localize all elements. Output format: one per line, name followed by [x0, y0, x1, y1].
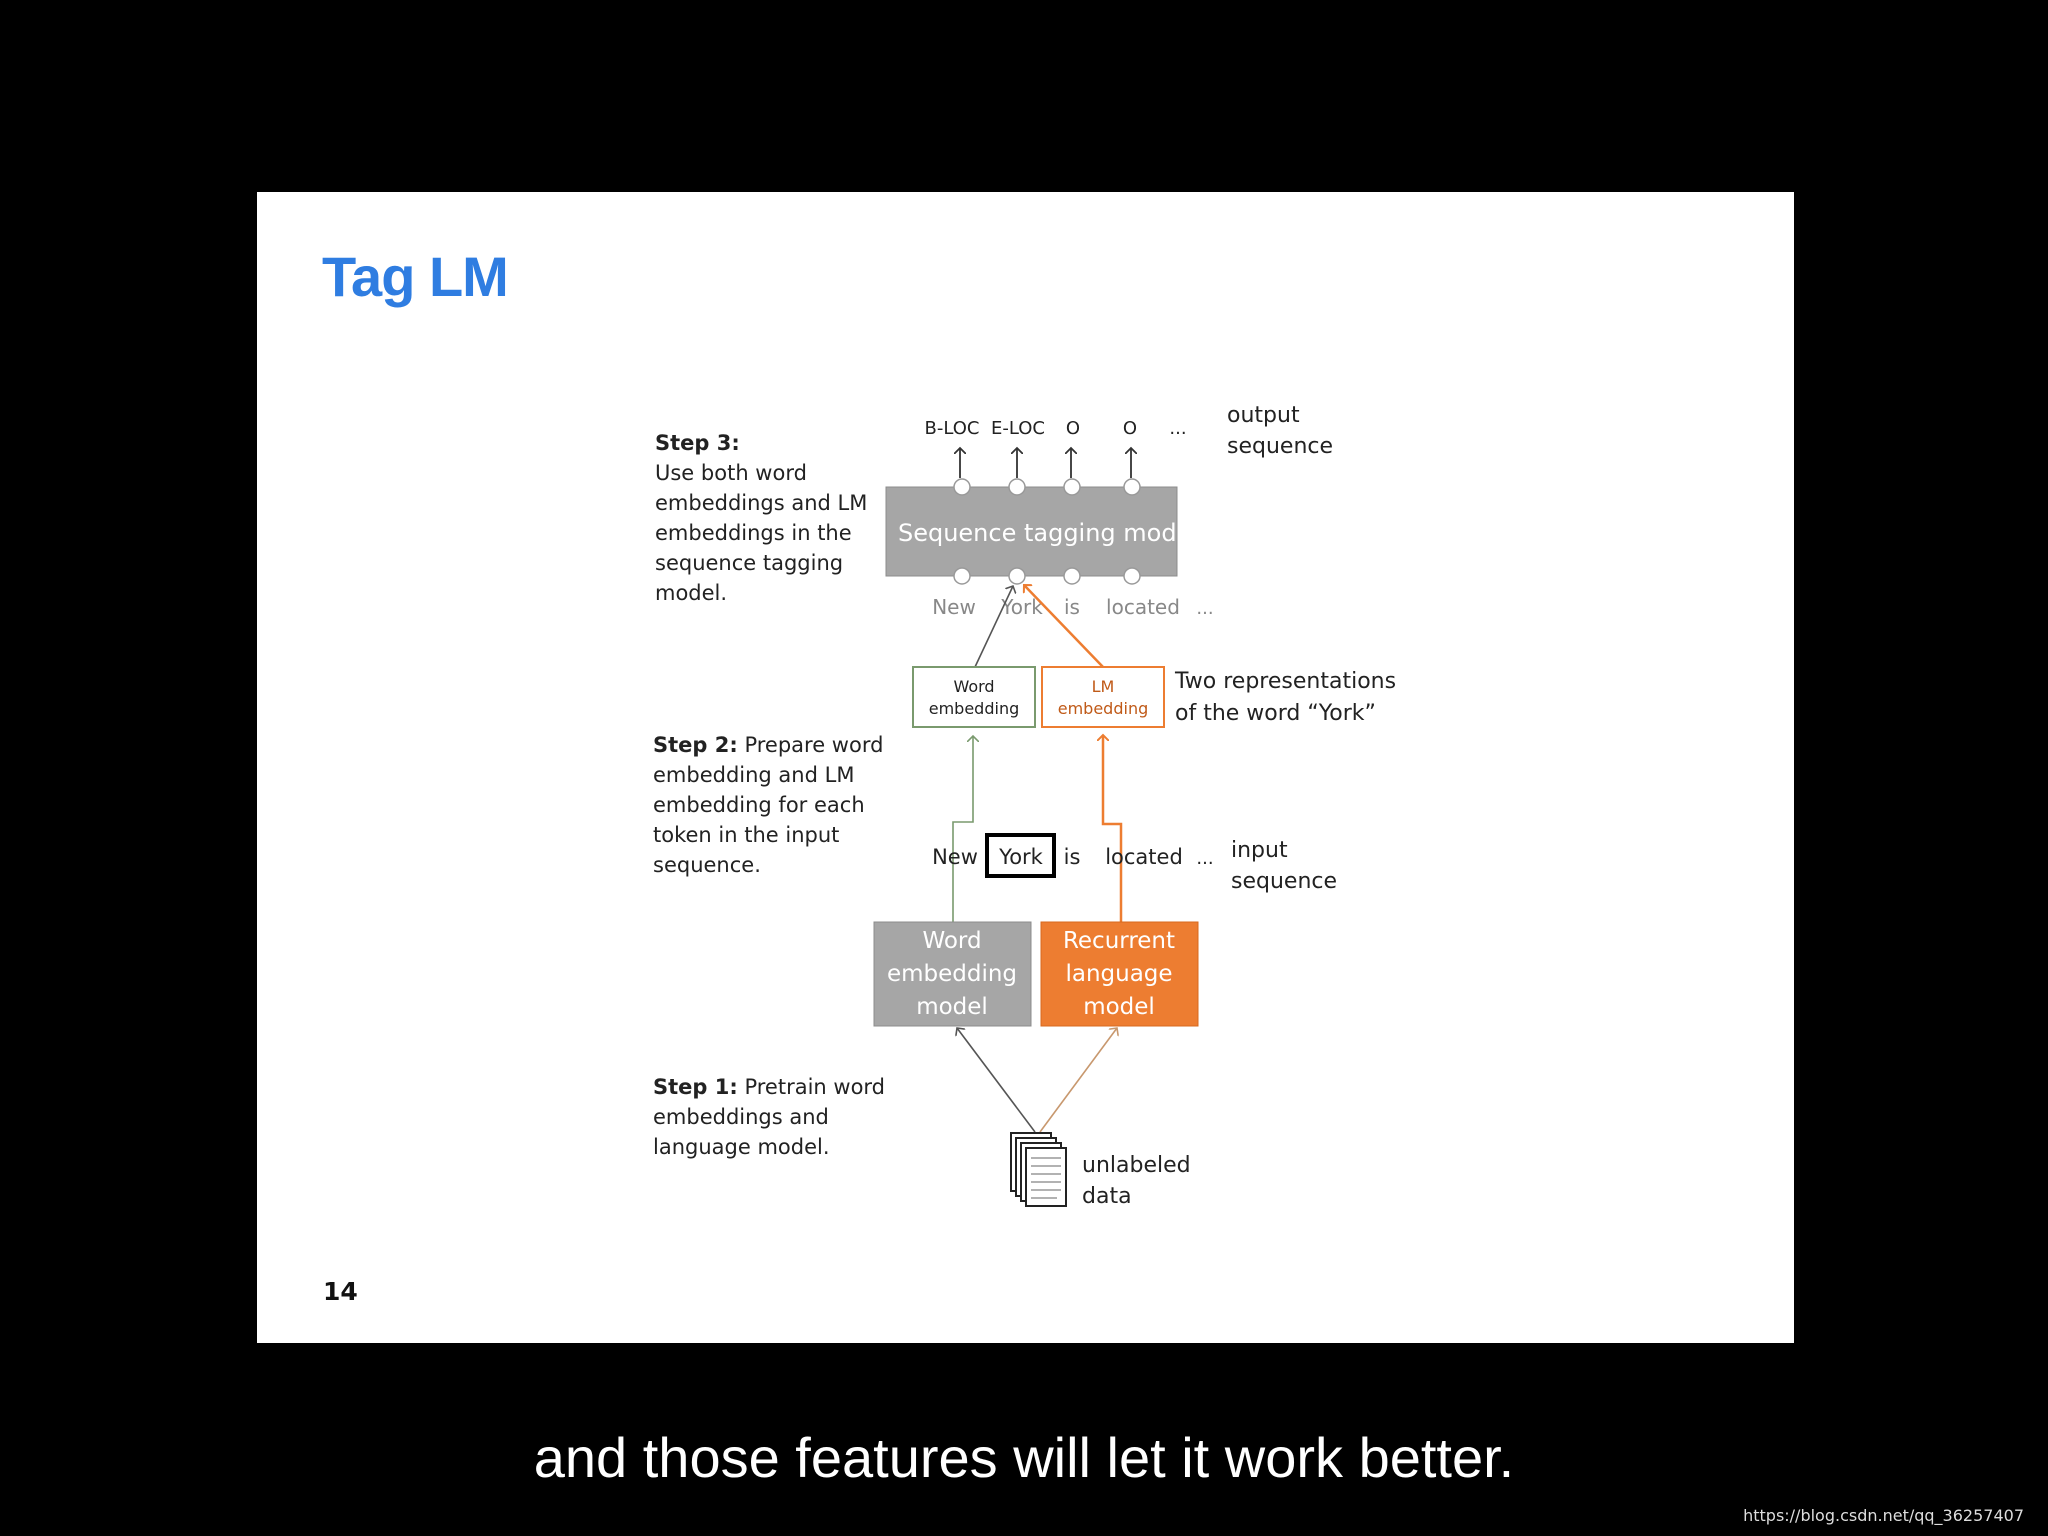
recurrent-language-model-label: language	[1065, 961, 1172, 987]
output-node	[1063, 478, 1081, 496]
step3-label: Step 3:	[655, 431, 740, 455]
lm-embedding-box	[1041, 666, 1165, 728]
two-representations-label: of the word “York”	[1175, 701, 1376, 726]
sequence-tagging-model-box	[885, 486, 1178, 577]
york-highlight-box	[985, 833, 1056, 878]
lm-embedding-box-label: LM	[1092, 677, 1115, 696]
output-tag: B-LOC	[925, 418, 980, 439]
input-token: is	[1064, 845, 1081, 869]
word-embedding-model-label: embedding	[887, 961, 1017, 987]
step1-line: embeddings and	[653, 1105, 829, 1129]
step1-label: Step 1:	[653, 1075, 738, 1099]
slide: Tag LM Step 3: Use both word embeddings …	[257, 192, 1794, 1343]
word-path-arrow	[952, 736, 973, 922]
word-embedding-model-label: model	[916, 994, 988, 1020]
output-tag: O	[1066, 418, 1080, 439]
step2-line: sequence.	[653, 853, 761, 877]
step1-text: Step 1: Pretrain word embeddings and lan…	[653, 1072, 885, 1162]
step3-line: Use both word	[655, 461, 807, 485]
lm-embedding-box-label: embedding	[1058, 699, 1148, 718]
word-embedding-box-label: embedding	[929, 699, 1019, 718]
step2-line: Prepare word	[744, 733, 884, 757]
tagger-token: is	[1064, 595, 1080, 619]
video-subtitle: and those features will let it work bett…	[533, 1426, 1515, 1489]
step3-line: embeddings and LM	[655, 491, 868, 515]
step2-text: Step 2: Prepare word embedding and LM em…	[653, 730, 883, 880]
sequence-tagging-model-label: Sequence tagging model	[898, 519, 1198, 547]
recurrent-language-model-label: model	[1083, 994, 1155, 1020]
word-embedding-box-label: Word	[953, 677, 994, 696]
tagger-token: New	[932, 595, 976, 619]
lm-path-arrow	[1103, 735, 1123, 922]
document-stack-icon	[1010, 1132, 1067, 1207]
step1-line: language model.	[653, 1135, 830, 1159]
step3-line: sequence tagging	[655, 551, 844, 575]
output-node	[1123, 478, 1141, 496]
step2-line: embedding and LM	[653, 763, 855, 787]
watermark: https://blog.csdn.net/qq_36257407	[1743, 1506, 2024, 1525]
step3-line: model.	[655, 581, 728, 605]
step2-label: Step 2:	[653, 733, 738, 757]
tagger-token: ...	[1196, 598, 1213, 619]
input-node	[953, 567, 971, 585]
lm-embedding-to-york-arrow	[1024, 585, 1104, 668]
word-embedding-to-york-arrow	[974, 586, 1013, 668]
two-representations-label: Two representations	[1174, 669, 1396, 694]
step2-line: token in the input	[653, 823, 840, 847]
output-tag: O	[1123, 418, 1137, 439]
input-token: located	[1105, 845, 1183, 869]
word-embedding-model-box	[873, 921, 1032, 1027]
slide-title: Tag LM	[322, 245, 509, 308]
data-to-lm-arrow	[1039, 1028, 1117, 1133]
output-tag: E-LOC	[991, 418, 1045, 439]
input-node	[1063, 567, 1081, 585]
page-number: 14	[323, 1277, 358, 1306]
input-token: New	[932, 845, 978, 869]
input-token: York	[998, 845, 1044, 869]
input-node	[1008, 567, 1026, 585]
step3-text: Step 3: Use both word embeddings and LM …	[655, 428, 867, 608]
output-sequence-label: output	[1227, 403, 1300, 428]
word-embedding-model-label: Word	[922, 928, 981, 954]
output-node	[1008, 478, 1026, 496]
recurrent-language-model-box	[1040, 921, 1199, 1027]
input-sequence-label: input	[1231, 838, 1288, 863]
output-sequence-label: sequence	[1227, 434, 1333, 459]
input-token: ...	[1196, 848, 1213, 869]
unlabeled-data-label: unlabeled	[1082, 1153, 1191, 1178]
input-sequence-label: sequence	[1231, 869, 1337, 894]
step1-line: Pretrain word	[744, 1075, 886, 1099]
word-embedding-box	[912, 666, 1036, 728]
data-to-word-model-arrow	[957, 1028, 1036, 1133]
input-node	[1123, 567, 1141, 585]
output-tag: ...	[1169, 418, 1186, 439]
output-node	[953, 478, 971, 496]
tagger-diagram: B-LOC E-LOC O O ... output sequence Sequ…	[873, 403, 1396, 1209]
step2-line: embedding for each	[653, 793, 865, 817]
unlabeled-data-label: data	[1082, 1184, 1132, 1209]
recurrent-language-model-label: Recurrent	[1063, 928, 1175, 954]
step3-line: embeddings in the	[655, 521, 852, 545]
tagger-token: located	[1106, 595, 1180, 619]
